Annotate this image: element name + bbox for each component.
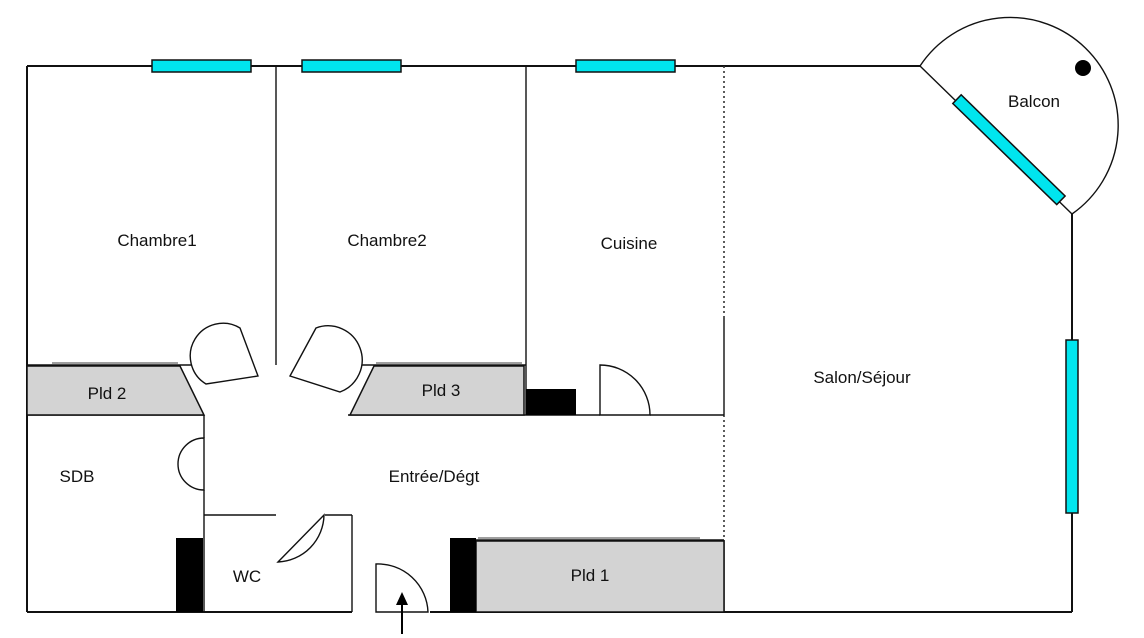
door-cuisine (599, 364, 651, 416)
interior-walls (27, 66, 725, 612)
doors (177, 322, 651, 613)
room-label-sdb: SDB (60, 467, 95, 486)
door-wc (276, 513, 325, 563)
entrance-arrow-icon (396, 592, 408, 634)
closet-pld2 (26, 365, 206, 416)
wc-block (176, 538, 203, 612)
closet-label-pld1: Pld 1 (571, 566, 610, 585)
closet-label-pld2: Pld 2 (88, 384, 127, 403)
room-label-chambre1: Chambre1 (117, 231, 196, 250)
windows (151, 59, 1079, 514)
door-chambre1 (189, 322, 259, 385)
room-label-balcon: Balcon (1008, 92, 1060, 111)
entry-block (450, 538, 476, 612)
room-label-wc: WC (233, 567, 261, 586)
closets (26, 362, 725, 613)
outer-walls (26, 65, 1073, 613)
balcony (919, 16, 1119, 215)
door-entrance (375, 563, 429, 613)
door-sdb (177, 437, 205, 491)
window-salon (1065, 339, 1079, 514)
solid-blocks (176, 389, 576, 612)
kitchen-block (526, 389, 576, 415)
window-chambre1 (151, 59, 252, 73)
room-label-cuisine: Cuisine (601, 234, 658, 253)
closet-label-pld3: Pld 3 (422, 381, 461, 400)
door-chambre2 (288, 325, 363, 393)
balcony-post (1075, 60, 1091, 76)
window-balcony (951, 93, 1067, 206)
room-label-salon: Salon/Séjour (813, 368, 911, 387)
room-labels: Chambre1 Chambre2 Cuisine Salon/Séjour B… (60, 92, 1060, 586)
window-cuisine (575, 59, 676, 73)
closet-pld3 (348, 365, 525, 416)
room-label-entree: Entrée/Dégt (389, 467, 480, 486)
window-chambre2 (301, 59, 402, 73)
room-label-chambre2: Chambre2 (347, 231, 426, 250)
